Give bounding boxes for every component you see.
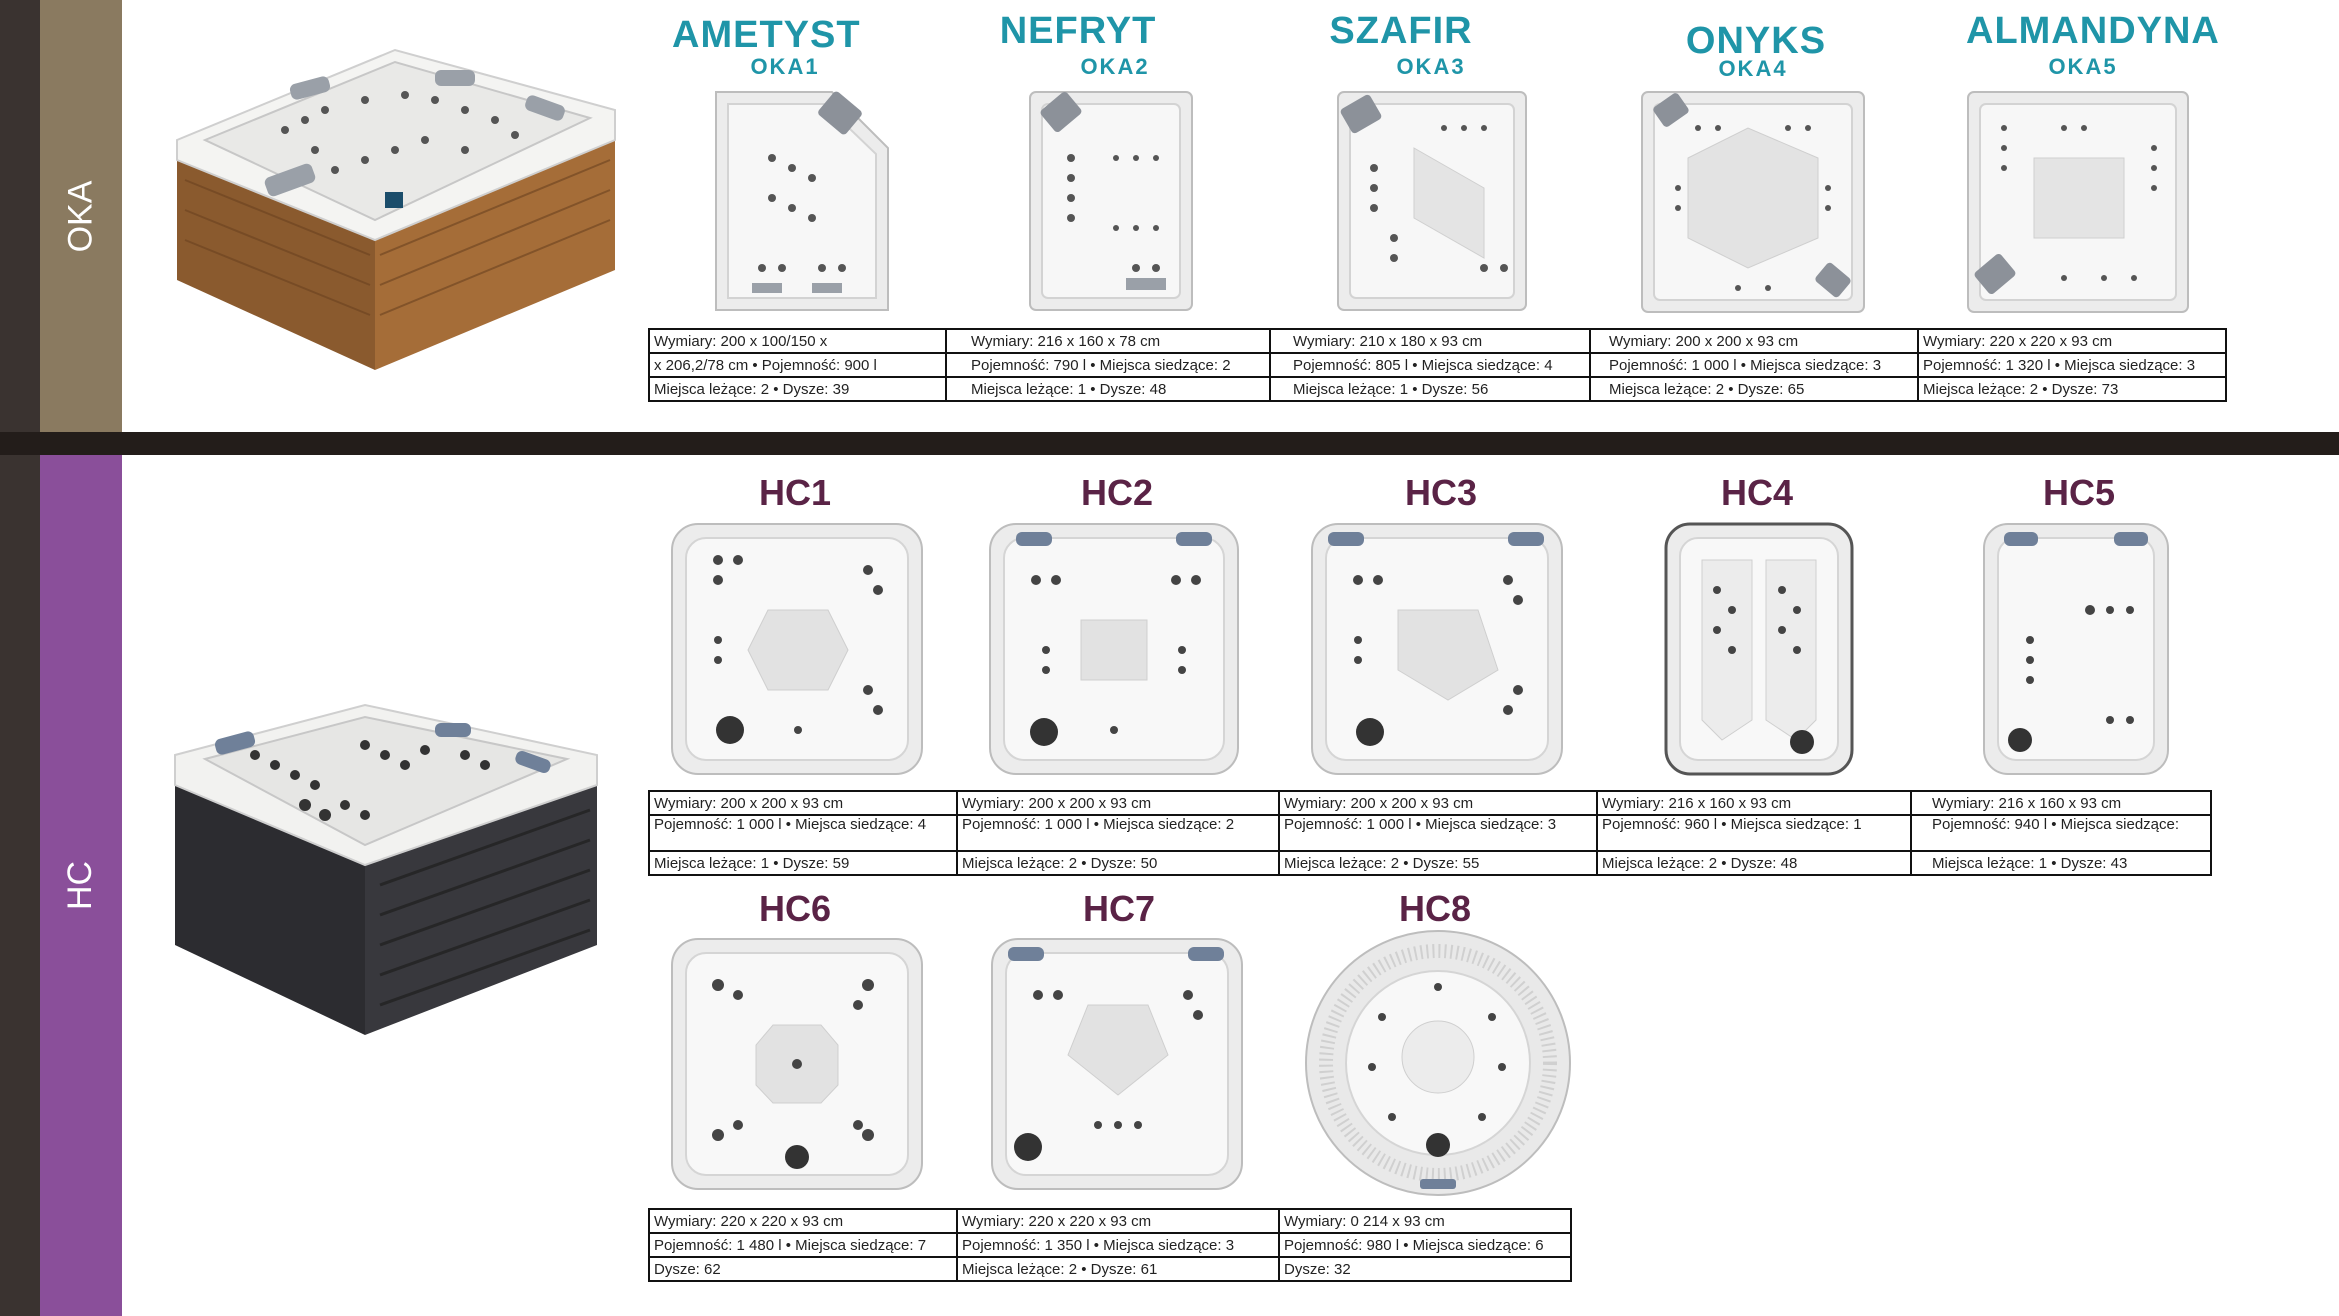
section-divider (0, 432, 2339, 455)
product-name: AMETYST (672, 14, 861, 56)
product-code: OKA5 (2048, 54, 2118, 79)
spec-table-hc6: Wymiary: 220 x 220 x 93 cm Pojemność: 1 … (648, 1208, 958, 1282)
product-name: HC2 (1080, 472, 1154, 513)
oka-section-label: OKA (61, 180, 100, 252)
hc-section: HC HC1 HC2 HC3 HC4 HC5 (0, 455, 2339, 1316)
product-name: HC4 (1720, 472, 1794, 513)
tub-thumbnail-icon (991, 938, 1243, 1190)
hc-side-bar: HC (40, 455, 122, 1316)
spec-table-hc4: Wymiary: 216 x 160 x 93 cm Pojemność: 96… (1596, 790, 1912, 876)
product-name: HC3 (1404, 472, 1478, 513)
tub-thumbnail-icon (715, 91, 889, 311)
product-code: OKA4 (1718, 56, 1788, 81)
oka-section: OKA AMETYST OKA1 (0, 0, 2339, 432)
tub-thumbnail-icon (671, 938, 923, 1190)
spec-table-oka1: Wymiary: 200 x 100/150 x x 206,2/78 cm •… (648, 328, 947, 402)
product-name: HC8 (1398, 888, 1472, 929)
product-code: OKA2 (1080, 54, 1150, 79)
tub-thumbnail-icon (671, 523, 923, 775)
tub-thumbnail-icon (1311, 523, 1563, 775)
tub-thumbnail-icon (1337, 91, 1527, 311)
product-name: ONYKS (1685, 20, 1827, 62)
product-name: HC7 (1082, 888, 1156, 929)
product-name: ALMANDYNA (1966, 10, 2220, 52)
tub-thumbnail-icon (1983, 523, 2169, 775)
spec-table-oka4: Wymiary: 200 x 200 x 93 cm Pojemność: 1 … (1589, 328, 1919, 402)
tub-thumbnail-icon (1029, 91, 1193, 311)
spec-table-oka3: Wymiary: 210 x 180 x 93 cm Pojemność: 80… (1269, 328, 1591, 402)
spec-table-oka2: Wymiary: 216 x 160 x 78 cm Pojemność: 79… (945, 328, 1271, 402)
product-name: HC1 (758, 472, 832, 513)
product-code: OKA1 (750, 54, 820, 79)
spec-table-hc5: Wymiary: 216 x 160 x 93 cm Pojemność: 94… (1910, 790, 2212, 876)
oka-side-bar: OKA (40, 0, 122, 432)
spec-table-oka5: Wymiary: 220 x 220 x 93 cm Pojemność: 1 … (1917, 328, 2227, 402)
tub-thumbnail-icon (1967, 91, 2189, 313)
product-name: HC6 (758, 888, 832, 929)
tub-thumbnail-icon (1641, 91, 1865, 313)
spec-table-hc3: Wymiary: 200 x 200 x 93 cm Pojemność: 1 … (1278, 790, 1598, 876)
product-name: SZAFIR (1329, 10, 1473, 52)
spec-table-hc8: Wymiary: 0 214 x 93 cm Pojemność: 980 l … (1278, 1208, 1572, 1282)
spec-table-hc7: Wymiary: 220 x 220 x 93 cm Pojemność: 1 … (956, 1208, 1280, 1282)
hot-tub-dark-icon (174, 703, 598, 1035)
product-name: HC5 (2042, 472, 2116, 513)
tub-thumbnail-icon (1664, 522, 1854, 776)
product-code: OKA3 (1396, 54, 1466, 79)
hc-section-label: HC (61, 860, 100, 911)
spec-table-hc2: Wymiary: 200 x 200 x 93 cm Pojemność: 1 … (956, 790, 1280, 876)
tub-thumbnail-icon (989, 523, 1239, 775)
spec-table-hc1: Wymiary: 200 x 200 x 93 cm Pojemność: 1 … (648, 790, 958, 876)
product-name: NEFRYT (999, 10, 1157, 52)
hot-tub-wood-icon (176, 48, 616, 370)
tub-thumbnail-icon (1305, 930, 1571, 1196)
